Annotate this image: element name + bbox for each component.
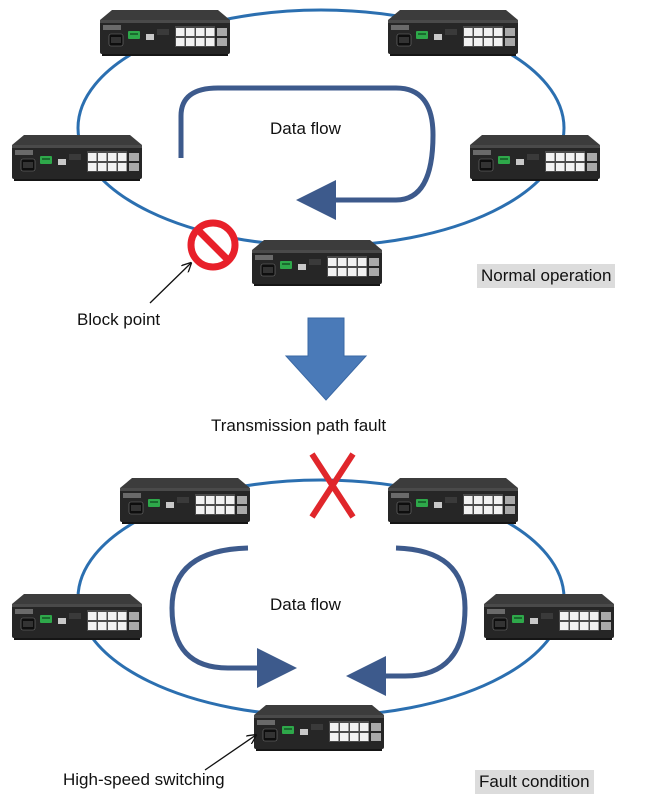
- fault-flow-arrow-right: [346, 545, 468, 696]
- normal-switches: [11, 9, 601, 287]
- high-speed-switching-pointer: [204, 735, 256, 771]
- switch-mid-right: [483, 593, 615, 641]
- switch-bottom: [251, 239, 383, 287]
- normal-status-tag: Normal operation: [477, 264, 616, 288]
- switch-bottom: [253, 704, 385, 752]
- fault-flow-label: Data flow: [270, 595, 341, 614]
- transition-arrow: [284, 317, 368, 401]
- block-point-pointer: [149, 263, 191, 304]
- high-speed-switching-label: High-speed switching: [63, 770, 225, 789]
- switch-mid-left: [11, 593, 143, 641]
- normal-flow-label: Data flow: [270, 119, 341, 138]
- switch-top-right: [387, 9, 519, 57]
- block-point-icon: [187, 219, 239, 271]
- switch-mid-left: [11, 134, 143, 182]
- transition-label: Transmission path fault: [211, 416, 387, 435]
- switch-mid-right: [469, 134, 601, 182]
- switch-top-left: [99, 9, 231, 57]
- switch-top-left: [119, 477, 251, 525]
- fault-status-tag: Fault condition: [475, 770, 594, 794]
- fault-flow-arrow-left: [169, 545, 297, 688]
- block-point-label: Block point: [77, 310, 161, 329]
- normal-flow-arrow: [178, 85, 436, 220]
- fault-x-icon: [309, 452, 356, 519]
- switch-top-right: [387, 477, 519, 525]
